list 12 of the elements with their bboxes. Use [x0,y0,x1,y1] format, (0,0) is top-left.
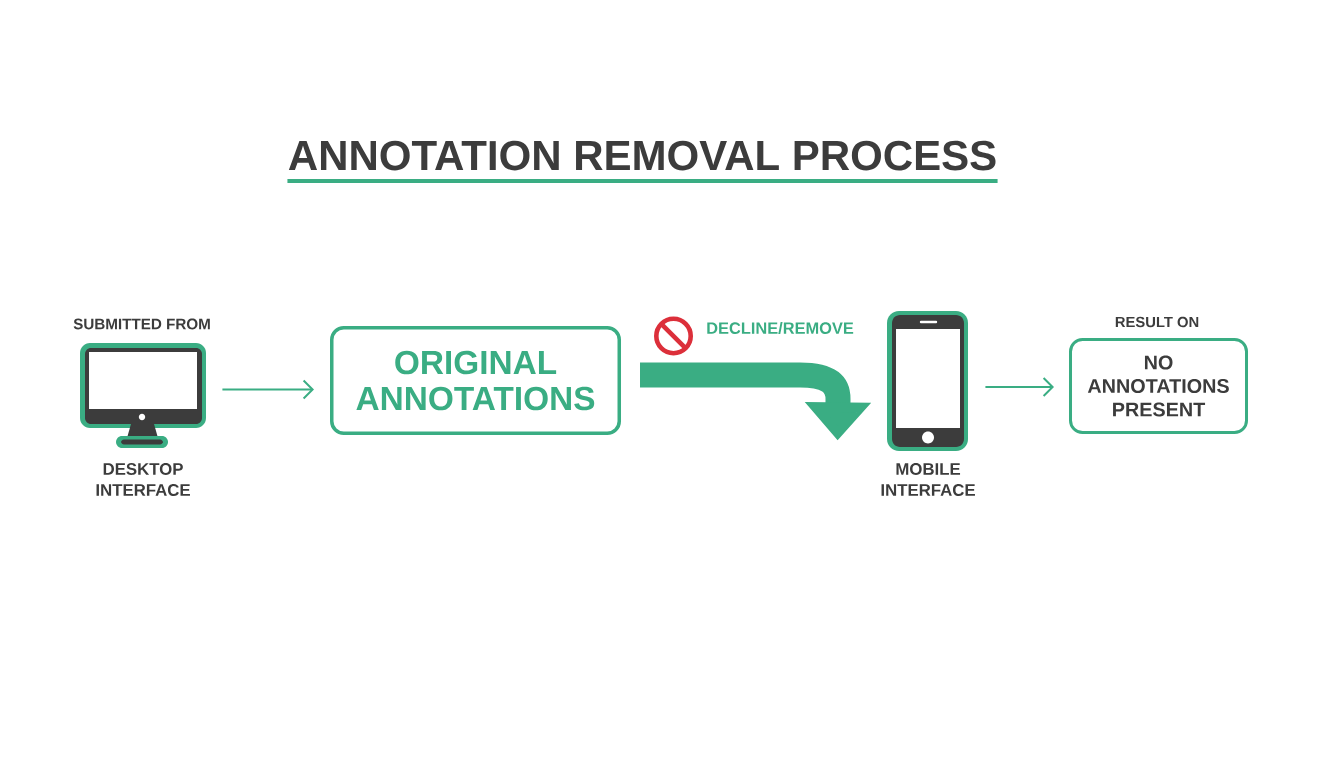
result-box: NO ANNOTATIONS PRESENT [1069,338,1248,434]
device-caption: DESKTOP INTERFACE [96,463,190,496]
title: ANNOTATION REMOVAL PROCESS [288,140,996,171]
process-box: ORIGINAL ANNOTATIONS [330,326,621,435]
edge-label: DECLINE/REMOVE [704,319,856,337]
phone-icon [887,311,968,451]
box-heading: RESULT ON [1115,316,1199,328]
arrow [984,377,1054,397]
device-caption: SUBMITTED FROM [73,318,210,330]
monitor-icon [80,343,206,448]
arrow [221,379,314,400]
device-caption: MOBILE INTERFACE [881,463,975,496]
